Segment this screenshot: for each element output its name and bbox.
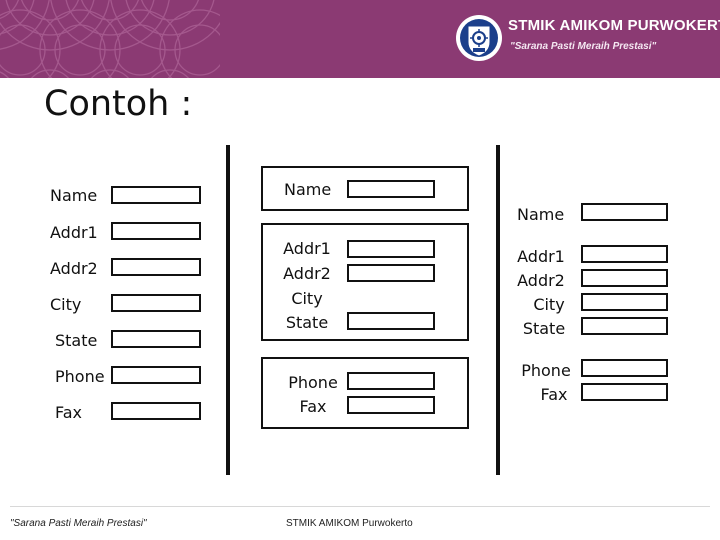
label-addr2-grouped: Addr2: [283, 264, 331, 283]
label-phone-aligned: Phone: [521, 361, 571, 380]
state-field[interactable]: [111, 330, 201, 348]
label-city-aligned: City: [533, 295, 565, 314]
footer-divider: [10, 506, 710, 507]
label-addr2: Addr2: [50, 259, 98, 278]
brand-title: STMIK AMIKOM PURWOKERTO: [508, 17, 720, 34]
label-state-grouped: State: [285, 313, 329, 332]
label-state: State: [55, 331, 98, 350]
label-addr1: Addr1: [50, 223, 98, 242]
name-field-aligned[interactable]: [581, 203, 668, 221]
header-banner: STMIK AMIKOM PURWOKERTO "Sarana Pasti Me…: [0, 0, 720, 78]
column-divider-left: [226, 145, 230, 475]
fax-field[interactable]: [111, 402, 201, 420]
name-field-grouped[interactable]: [347, 180, 435, 198]
label-state-aligned: State: [522, 319, 566, 338]
footer-institution: STMIK AMIKOM Purwokerto: [286, 518, 413, 529]
group-address-box: [261, 223, 469, 341]
name-field[interactable]: [111, 186, 201, 204]
label-fax: Fax: [55, 403, 83, 422]
label-fax-grouped: Fax: [299, 397, 327, 416]
addr2-field-aligned[interactable]: [581, 269, 668, 287]
label-phone-grouped: Phone: [288, 373, 338, 392]
label-name-grouped: Name: [284, 180, 332, 199]
label-addr1-grouped: Addr1: [283, 239, 331, 258]
group-contact-box: [261, 357, 469, 429]
addr2-field-grouped[interactable]: [347, 264, 435, 282]
label-addr1-aligned: Addr1: [517, 247, 565, 266]
city-field-aligned[interactable]: [581, 293, 668, 311]
decorative-pattern: [0, 0, 220, 78]
addr1-field[interactable]: [111, 222, 201, 240]
phone-field-aligned[interactable]: [581, 359, 668, 377]
column-divider-right: [496, 145, 500, 475]
label-name-aligned: Name: [517, 205, 565, 224]
phone-field[interactable]: [111, 366, 201, 384]
campus-logo-icon: [456, 15, 502, 61]
state-field-grouped[interactable]: [347, 312, 435, 330]
label-city: City: [50, 295, 82, 314]
label-fax-aligned: Fax: [540, 385, 568, 404]
label-name: Name: [50, 186, 98, 205]
label-addr2-aligned: Addr2: [517, 271, 565, 290]
group-name-box: [261, 166, 469, 211]
state-field-aligned[interactable]: [581, 317, 668, 335]
slide-title: Contoh :: [44, 84, 193, 124]
city-field[interactable]: [111, 294, 201, 312]
label-city-grouped: City: [291, 289, 323, 308]
fax-field-aligned[interactable]: [581, 383, 668, 401]
addr1-field-aligned[interactable]: [581, 245, 668, 263]
phone-field-grouped[interactable]: [347, 372, 435, 390]
footer-tagline: "Sarana Pasti Meraih Prestasi": [10, 518, 147, 529]
brand-tagline: "Sarana Pasti Meraih Prestasi": [510, 41, 657, 52]
addr2-field[interactable]: [111, 258, 201, 276]
label-phone: Phone: [55, 367, 105, 386]
addr1-field-grouped[interactable]: [347, 240, 435, 258]
fax-field-grouped[interactable]: [347, 396, 435, 414]
